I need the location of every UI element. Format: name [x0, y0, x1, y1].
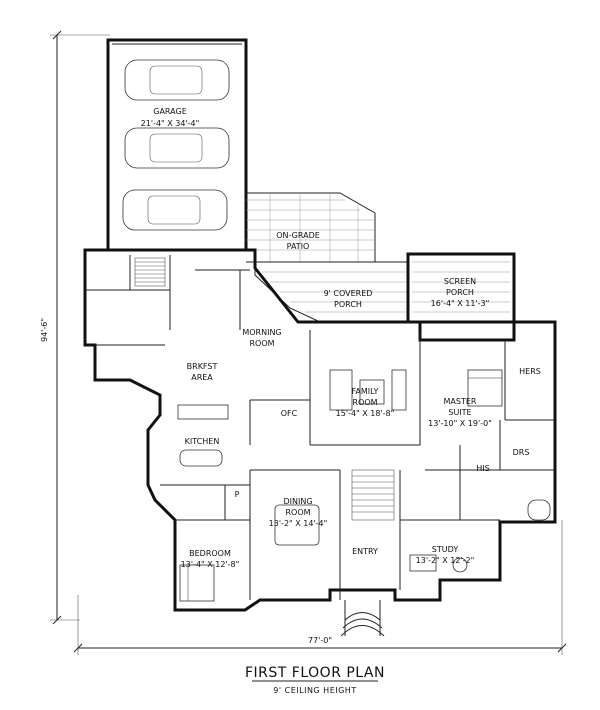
entry-steps	[340, 600, 385, 637]
overall-depth-dimension: 94'-6"	[40, 30, 110, 625]
master-bed	[467, 369, 503, 407]
interior-walls	[85, 255, 555, 600]
master-suite-size: 13'-10" X 19'-0"	[428, 419, 492, 428]
morning-room-label-line1: MORNING	[242, 328, 281, 337]
garage-label: GARAGE	[153, 107, 187, 116]
screen-porch: SCREEN PORCH 16'-4" X 11'-3"	[406, 252, 516, 324]
garage-size: 21'-4" X 34'-4"	[141, 119, 200, 128]
master-tub	[527, 499, 551, 521]
covered-porch: 9' COVERED PORCH	[254, 261, 409, 323]
brkfst-area-label-line1: BRKFST	[187, 362, 218, 371]
hers-label: HERS	[519, 367, 541, 376]
morning-room-label-line2: ROOM	[249, 339, 274, 348]
screen-porch-size: 16'-4" X 11'-3"	[431, 299, 490, 308]
screen-porch-label-line1: SCREEN	[444, 277, 476, 286]
pantry-label: P	[235, 490, 240, 499]
screen-porch-label-line2: PORCH	[446, 288, 474, 297]
covered-porch-label-line2: PORCH	[334, 300, 362, 309]
garage: GARAGE 21'-4" X 34'-4"	[106, 38, 248, 252]
family-room-label-line1: FAMILY	[352, 387, 379, 396]
overall-depth-label: 94'-6"	[40, 318, 49, 342]
car-1	[124, 59, 230, 101]
kitchen-label: KITCHEN	[185, 437, 220, 446]
kitchen-island	[177, 404, 229, 467]
family-room-furniture	[329, 369, 407, 411]
main-stair	[351, 469, 395, 521]
study-size: 13'-2" X 12'-2"	[416, 556, 475, 565]
bedroom-size: 13'-4" X 12'-8"	[181, 560, 240, 569]
bedroom-bed	[179, 564, 215, 602]
family-room-label-line2: ROOM	[352, 398, 377, 407]
car-2	[124, 127, 230, 169]
dining-room-size: 13'-2" X 14'-4"	[269, 519, 328, 528]
entry-label: ENTRY	[352, 547, 378, 556]
ofc-label: OFC	[281, 409, 298, 418]
exterior-walls	[83, 248, 557, 612]
covered-porch-label-line1: 9' COVERED	[324, 289, 373, 298]
dining-room-label-line2: ROOM	[285, 508, 310, 517]
study-label: STUDY	[432, 545, 459, 554]
study-furniture	[409, 554, 468, 573]
patio-label-line2: PATIO	[287, 242, 310, 251]
plan-subtitle: 9' CEILING HEIGHT	[273, 686, 356, 695]
dining-table	[274, 504, 320, 546]
family-room-size: 15'-4" X 18'-8"	[336, 409, 395, 418]
overall-width-dimension: 77'-0"	[73, 520, 567, 655]
his-label: HIS	[476, 464, 489, 473]
plan-title: FIRST FLOOR PLAN	[245, 665, 385, 681]
brkfst-area-label-line2: AREA	[191, 373, 213, 382]
bedroom-label: BEDROOM	[189, 549, 231, 558]
car-3	[122, 189, 228, 231]
stair	[134, 257, 166, 287]
overall-width-label: 77'-0"	[308, 636, 332, 645]
drs-label: DRS	[513, 448, 530, 457]
on-grade-patio: ON-GRADE PATIO	[246, 192, 376, 263]
patio-label-line1: ON-GRADE	[276, 231, 320, 240]
dining-room-label-line1: DINING	[283, 497, 312, 506]
master-suite-label-line2: SUITE	[448, 408, 471, 417]
master-suite-label-line1: MASTER	[444, 397, 477, 406]
